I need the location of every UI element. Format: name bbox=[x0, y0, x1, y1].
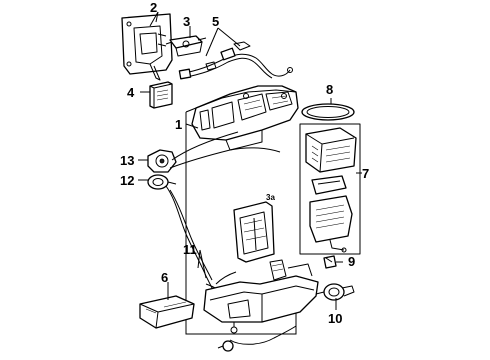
lower-plenum-case bbox=[203, 259, 319, 334]
part-5-cable-assembly bbox=[178, 41, 293, 80]
part-6-tray bbox=[139, 295, 195, 329]
part-2-control-bezel bbox=[121, 13, 173, 81]
callout-1: 1 bbox=[175, 117, 182, 132]
callout-5: 5 bbox=[212, 14, 219, 29]
part-1-bracket bbox=[185, 112, 297, 335]
part-8-gasket bbox=[301, 103, 355, 121]
callout-8: 8 bbox=[326, 82, 333, 97]
callout-3: 3 bbox=[183, 14, 190, 29]
part-3a-duct-door bbox=[233, 201, 275, 263]
part-7-evaporator-housing bbox=[299, 123, 361, 255]
callout-2: 2 bbox=[150, 0, 157, 15]
callout-7: 7 bbox=[362, 166, 369, 181]
label-3a: 3a bbox=[266, 193, 275, 202]
part-1-bracket-top bbox=[185, 107, 197, 113]
part-1-heater-case bbox=[191, 85, 299, 151]
part-9-sensor bbox=[323, 255, 337, 269]
part-13-blower-motor bbox=[147, 149, 177, 173]
part-12-blower-wheel bbox=[147, 174, 177, 190]
callout-11: 11 bbox=[183, 242, 197, 257]
vacuum-actuator-bottom bbox=[217, 325, 297, 352]
part-3-switch bbox=[165, 35, 207, 57]
callout-9: 9 bbox=[348, 254, 355, 269]
callout-12: 12 bbox=[120, 173, 134, 188]
callout-10: 10 bbox=[328, 311, 342, 326]
part-4-module bbox=[149, 81, 173, 109]
callout-6: 6 bbox=[161, 270, 168, 285]
callout-13: 13 bbox=[120, 153, 134, 168]
callout-4: 4 bbox=[127, 85, 135, 100]
leader-lines bbox=[138, 11, 362, 310]
part-10-vacuum-motor bbox=[315, 283, 355, 301]
